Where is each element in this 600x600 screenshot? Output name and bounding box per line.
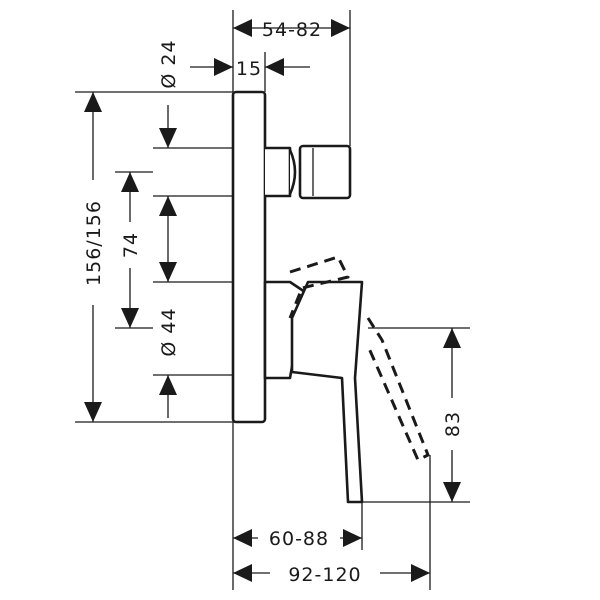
- handle-rotated-position: [366, 317, 430, 462]
- diverter-knob: [265, 144, 352, 200]
- wall-plate: [231, 90, 267, 424]
- label-depth-handle: 60-88: [269, 528, 329, 550]
- label-diameter-top: Ø 24: [158, 39, 180, 88]
- extension-lines: [75, 10, 470, 590]
- dimension-lines: [84, 19, 461, 582]
- lever-handle: [290, 280, 364, 504]
- dimension-labels: 54-82 15 Ø 24 156/156 74 Ø 44 83 60-88 9…: [83, 19, 464, 586]
- label-depth-total: 92-120: [288, 564, 361, 586]
- label-height-total: 156/156: [83, 200, 105, 286]
- label-handle-drop: 83: [442, 411, 464, 437]
- label-top-offset: 15: [236, 58, 262, 80]
- label-spacing: 74: [120, 232, 142, 258]
- label-diameter-bottom: Ø 44: [158, 307, 180, 356]
- label-top-width: 54-82: [262, 19, 322, 41]
- handle-open-position: [288, 255, 350, 319]
- mixer-body: [231, 90, 430, 504]
